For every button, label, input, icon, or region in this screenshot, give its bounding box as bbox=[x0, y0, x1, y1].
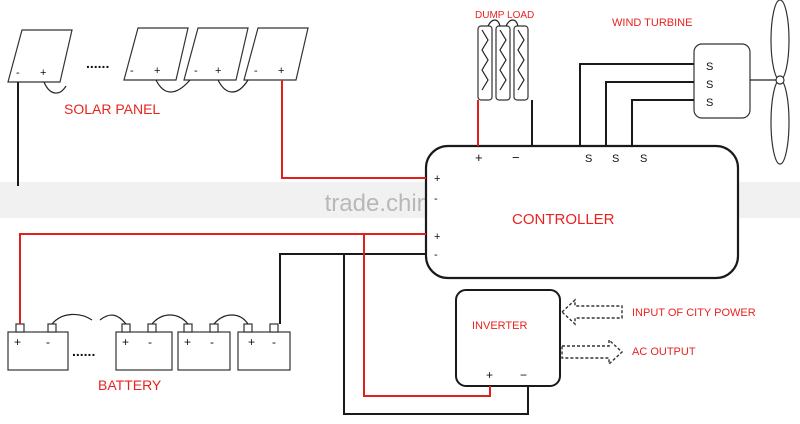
svg-text:-: - bbox=[148, 335, 152, 349]
turbine-blade-bottom bbox=[770, 79, 790, 165]
svg-text:+: + bbox=[278, 65, 284, 77]
inverter: INVERTER + − INPUT OF CITY POWER AC OUTP… bbox=[455, 289, 756, 387]
svg-text:+: + bbox=[40, 67, 46, 79]
solar-panel-3: - + bbox=[183, 27, 249, 81]
svg-text:S: S bbox=[706, 97, 713, 109]
svg-text:-: - bbox=[16, 67, 20, 79]
wind-turbine-label: WIND TURBINE bbox=[612, 17, 692, 29]
svg-text:+: + bbox=[154, 65, 160, 77]
svg-text:+: + bbox=[248, 335, 255, 349]
solar-panel-label: SOLAR PANEL bbox=[64, 101, 160, 117]
svg-text:-: - bbox=[130, 65, 134, 77]
solar-panel-1: - + bbox=[7, 29, 73, 83]
controller-label: CONTROLLER bbox=[512, 211, 615, 228]
svg-text:S: S bbox=[612, 153, 619, 165]
controller: CONTROLLER + − S S S + - + - bbox=[424, 144, 740, 280]
svg-text:S: S bbox=[640, 153, 647, 165]
turbine-hub bbox=[775, 75, 785, 85]
solar-panel-4: - + bbox=[243, 27, 309, 81]
svg-text:-: - bbox=[272, 335, 276, 349]
turbine-blade-top bbox=[770, 0, 790, 81]
svg-text:+: + bbox=[184, 335, 191, 349]
svg-text:-: - bbox=[254, 65, 258, 77]
svg-text:S: S bbox=[706, 61, 713, 73]
ac-output-label: AC OUTPUT bbox=[632, 346, 696, 358]
svg-text:S: S bbox=[585, 153, 592, 165]
svg-text:-: - bbox=[194, 65, 198, 77]
svg-text:+: + bbox=[486, 368, 493, 382]
inverter-label: INVERTER bbox=[472, 320, 527, 332]
svg-text:-: - bbox=[434, 193, 438, 205]
ac-output-arrow bbox=[561, 338, 624, 366]
battery-2: + - bbox=[115, 323, 173, 371]
svg-text:-: - bbox=[46, 335, 50, 349]
svg-text:+: + bbox=[475, 150, 483, 165]
svg-text:-: - bbox=[434, 249, 438, 261]
solar-panel-2: - + bbox=[123, 27, 189, 81]
svg-text:+: + bbox=[122, 335, 129, 349]
input-city-power-label: INPUT OF CITY POWER bbox=[632, 307, 756, 319]
dump-load: DUMP LOAD bbox=[475, 10, 534, 101]
svg-text:−: − bbox=[512, 150, 520, 165]
wires bbox=[17, 63, 694, 415]
battery-label: BATTERY bbox=[98, 377, 162, 393]
solar-panels: - + ...... - + - + - + SOLAR PANEL bbox=[7, 27, 309, 117]
svg-text:+: + bbox=[434, 173, 440, 185]
batteries: + - ...... + - + - + - BATTERY bbox=[7, 313, 291, 393]
svg-text:S: S bbox=[706, 79, 713, 91]
wind-turbine: WIND TURBINE S S S bbox=[612, 0, 790, 165]
battery-ellipsis: ...... bbox=[72, 343, 95, 359]
dump-load-label: DUMP LOAD bbox=[475, 10, 534, 21]
svg-text:−: − bbox=[520, 368, 527, 382]
battery-1: + - bbox=[7, 323, 69, 371]
svg-text:-: - bbox=[210, 335, 214, 349]
svg-text:+: + bbox=[14, 335, 21, 349]
solar-ellipsis: ...... bbox=[86, 55, 109, 71]
battery-3: + - bbox=[177, 323, 231, 371]
battery-4: + - bbox=[237, 323, 291, 371]
svg-text:+: + bbox=[215, 65, 221, 77]
city-power-arrow bbox=[560, 298, 623, 326]
svg-text:+: + bbox=[434, 231, 440, 243]
